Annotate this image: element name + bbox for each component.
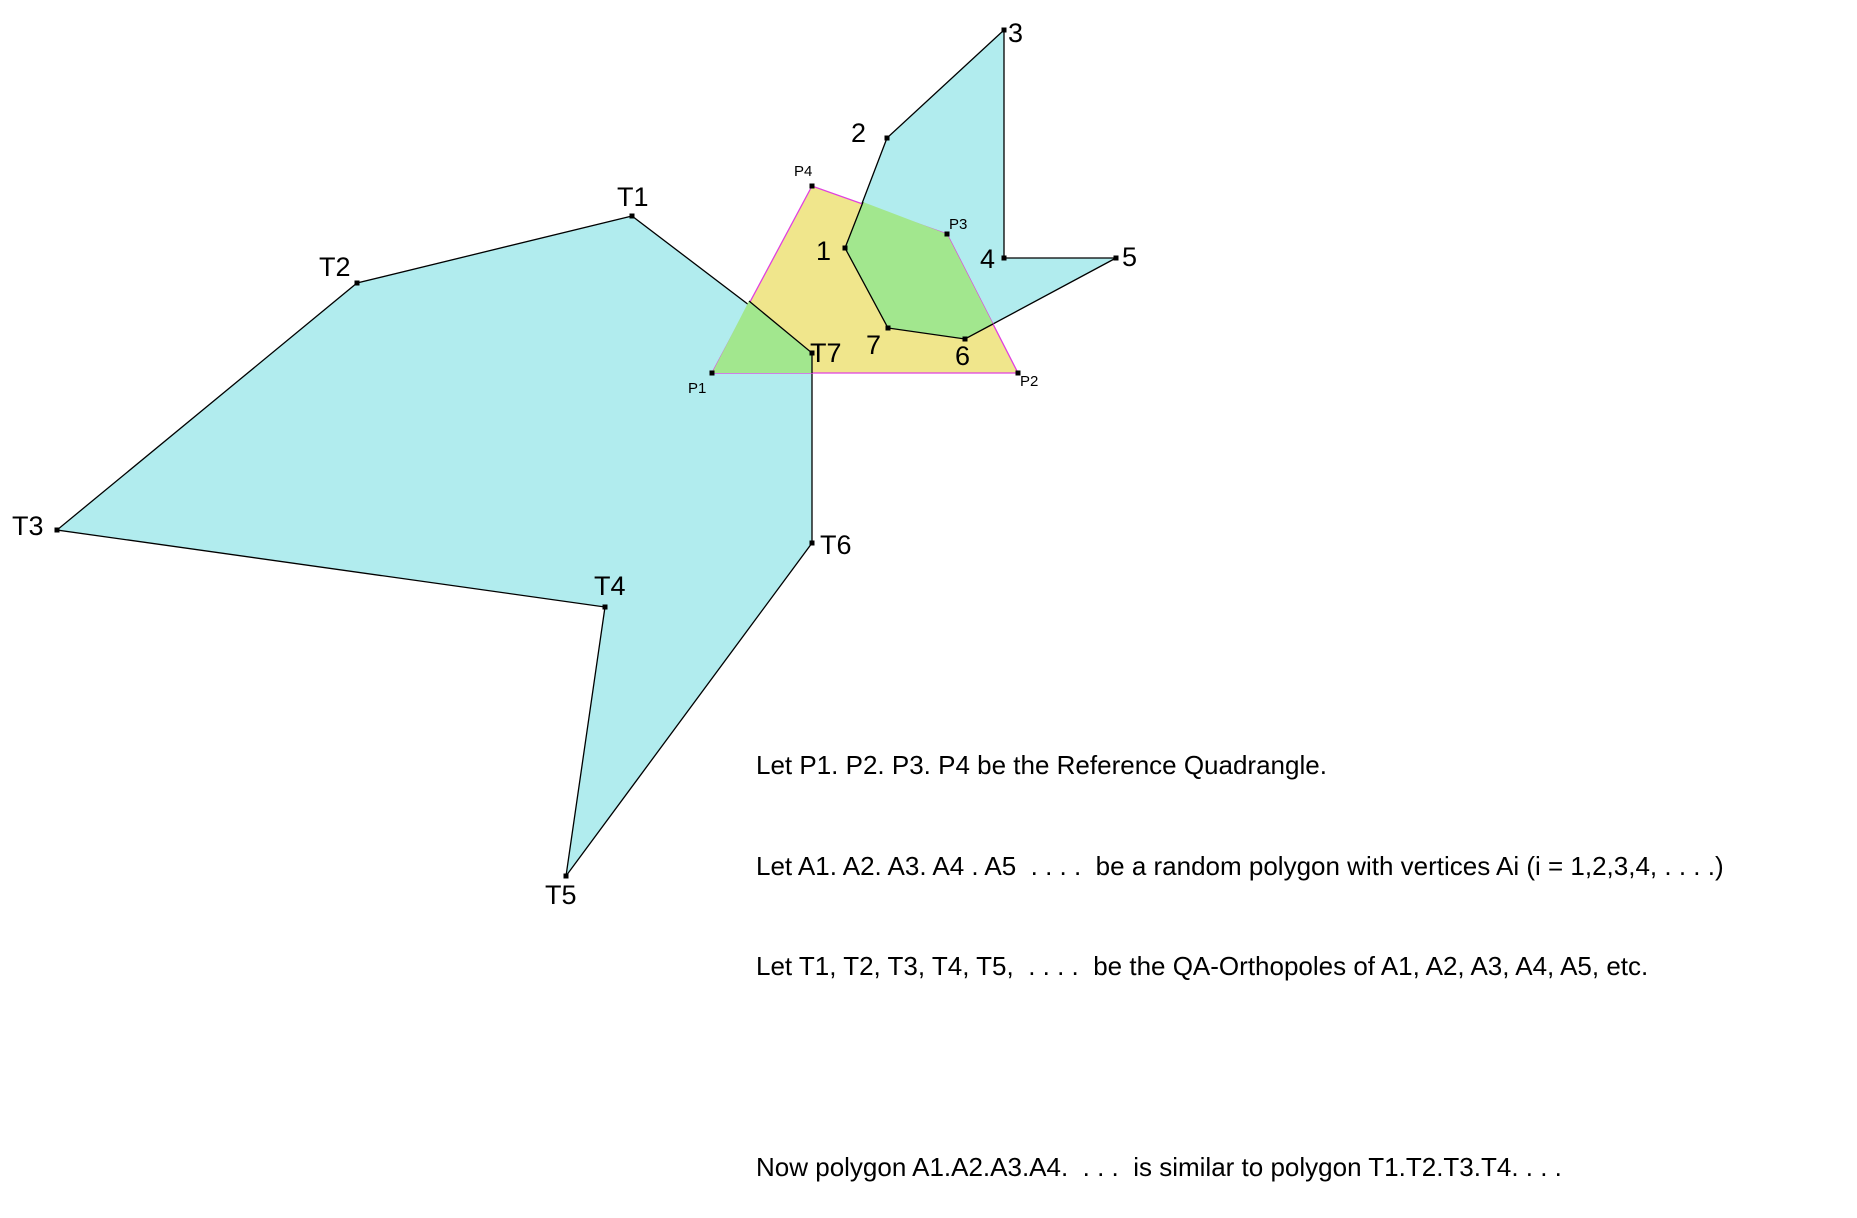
label-a2: 2 bbox=[851, 118, 866, 148]
label-p1: P1 bbox=[688, 380, 706, 397]
overlap-region-t bbox=[712, 301, 812, 373]
p-vertex-marker-4 bbox=[809, 183, 815, 189]
label-t4: T4 bbox=[594, 571, 626, 601]
label-t6: T6 bbox=[820, 530, 852, 560]
t-vertex-marker-5 bbox=[563, 873, 569, 879]
t-vertex-marker-3 bbox=[54, 527, 60, 533]
label-a4: 4 bbox=[980, 244, 995, 274]
t-vertex-marker-7 bbox=[809, 350, 815, 356]
label-t2: T2 bbox=[319, 252, 351, 282]
a-vertex-marker-5 bbox=[1113, 255, 1119, 261]
a-vertex-marker-6 bbox=[962, 336, 968, 342]
caption-line-2: Let A1. A2. A3. A4 . A5 . . . . be a ran… bbox=[756, 850, 1724, 881]
a-vertex-marker-3 bbox=[1001, 27, 1007, 33]
a-vertex-marker-7 bbox=[885, 325, 891, 331]
a-vertex-marker-2 bbox=[884, 135, 890, 141]
label-t3: T3 bbox=[12, 511, 44, 541]
label-a5: 5 bbox=[1122, 242, 1137, 272]
caption-line-1: Let P1. P2. P3. P4 be the Reference Quad… bbox=[756, 750, 1327, 780]
label-a7: 7 bbox=[866, 330, 881, 360]
caption-line-3: Let T1, T2, T3, T4, T5, . . . . be the Q… bbox=[756, 951, 1649, 981]
label-p3: P3 bbox=[949, 216, 967, 233]
a-vertex-marker-4 bbox=[1001, 255, 1007, 261]
vertex-markers bbox=[54, 27, 1119, 879]
caption-text: Let P1. P2. P3. P4 be the Reference Quad… bbox=[756, 682, 1846, 1218]
label-p4: P4 bbox=[794, 163, 812, 180]
label-p2: P2 bbox=[1020, 373, 1038, 390]
a-vertex-marker-1 bbox=[842, 245, 848, 251]
label-a6: 6 bbox=[955, 341, 970, 371]
vertex-labels: T1 T2 T3 T4 T5 T6 T7 1 2 3 4 5 6 7 P1 P2… bbox=[12, 18, 1137, 910]
polygon-t bbox=[55, 215, 813, 877]
p-vertex-marker-3 bbox=[944, 231, 950, 237]
caption-line-5: Now polygon A1.A2.A3.A4. . . . is simila… bbox=[756, 1152, 1562, 1182]
t-vertex-marker-2 bbox=[354, 280, 360, 286]
label-a3: 3 bbox=[1008, 18, 1023, 48]
label-t7: T7 bbox=[810, 338, 842, 368]
overlap-region-a bbox=[845, 202, 993, 339]
p-vertex-marker-1 bbox=[709, 370, 715, 376]
geometry-diagram: T1 T2 T3 T4 T5 T6 T7 1 2 3 4 5 6 7 P1 P2… bbox=[12, 18, 1137, 910]
t-vertex-marker-1 bbox=[629, 213, 635, 219]
p-vertex-marker-2 bbox=[1015, 370, 1021, 376]
label-a1: 1 bbox=[816, 236, 831, 266]
label-t5: T5 bbox=[545, 880, 577, 910]
label-t1: T1 bbox=[617, 182, 649, 212]
t-vertex-marker-4 bbox=[602, 604, 608, 610]
caption-line-4 bbox=[756, 1051, 1846, 1085]
t-vertex-marker-6 bbox=[809, 540, 815, 546]
